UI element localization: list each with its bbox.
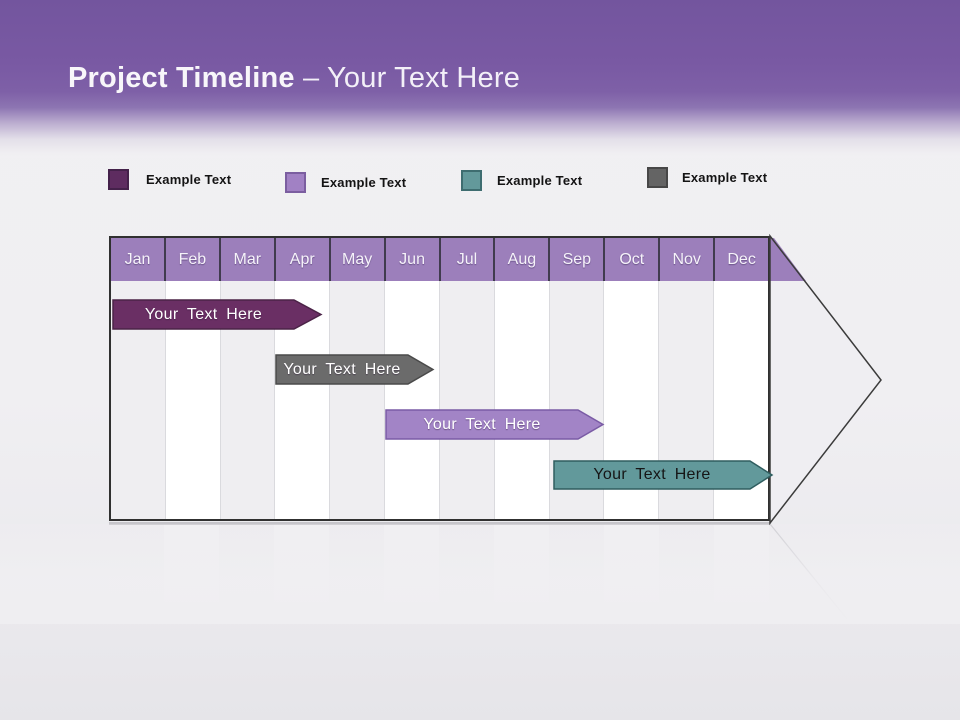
task-bar-3-label: Your Text Here	[423, 415, 541, 433]
month-cell-may: May	[328, 238, 384, 281]
legend-item-4: Example Text	[647, 167, 767, 188]
month-cell-jul: Jul	[438, 238, 494, 281]
task-bar-3-shape	[385, 409, 605, 440]
month-column	[329, 281, 385, 519]
month-cell-oct: Oct	[603, 238, 659, 281]
task-bar-4: Your Text Here	[553, 460, 774, 490]
month-cell-feb: Feb	[163, 238, 219, 281]
legend-label: Example Text	[146, 172, 232, 187]
legend-swatch-light-purple	[285, 172, 306, 193]
task-bar-2: Your Text Here	[275, 354, 435, 385]
legend-item-2: Example Text	[285, 172, 406, 193]
reflection-fade	[0, 524, 960, 624]
task-bar-2-shape	[275, 354, 435, 385]
task-bar-4-label: Your Text Here	[593, 466, 711, 483]
legend-item-3: Example Text	[461, 170, 582, 191]
month-cell-jun: Jun	[383, 238, 439, 281]
month-header-row: Jan Feb Mar Apr May Jun Jul Aug Sep Oct …	[111, 238, 769, 281]
task-bar-3: Your Text Here	[385, 409, 605, 440]
legend-label: Example Text	[497, 173, 583, 188]
page-title-subtitle: – Your Text Here	[302, 62, 521, 94]
legend-label: Example Text	[321, 175, 407, 190]
month-column	[438, 281, 494, 519]
month-cell-mar: Mar	[218, 238, 274, 281]
month-cell-apr: Apr	[273, 238, 329, 281]
legend-swatch-teal	[461, 170, 482, 191]
page-title: Project Timeline – Your Text Here	[68, 62, 520, 95]
task-bar-4-shape	[553, 460, 774, 490]
legend-label: Example Text	[682, 170, 768, 185]
page-title-bold: Project Timeline	[68, 62, 295, 94]
month-cell-nov: Nov	[658, 238, 714, 281]
month-column	[384, 281, 439, 519]
chart-reflection-line	[109, 522, 771, 525]
task-bar-1: Your Text Here	[112, 299, 323, 330]
legend-swatch-gray	[647, 167, 668, 188]
title-banner: Project Timeline – Your Text Here	[0, 0, 960, 158]
legend-item-1: Example Text	[108, 169, 231, 190]
legend-swatch-dark-purple	[108, 169, 129, 190]
task-bar-1-label: Your Text Here	[144, 305, 263, 323]
timeline-chart: Jan Feb Mar Apr May Jun Jul Aug Sep Oct …	[109, 236, 774, 521]
task-bar-2-label: Your Text Here	[283, 360, 401, 378]
task-bar-1-shape	[112, 299, 323, 330]
timeline-arrow-head	[769, 234, 882, 526]
month-cell-aug: Aug	[493, 238, 549, 281]
month-cell-sep: Sep	[548, 238, 604, 281]
month-cell-dec: Dec	[713, 238, 769, 281]
month-cell-jan: Jan	[111, 238, 164, 281]
month-column	[493, 281, 549, 519]
